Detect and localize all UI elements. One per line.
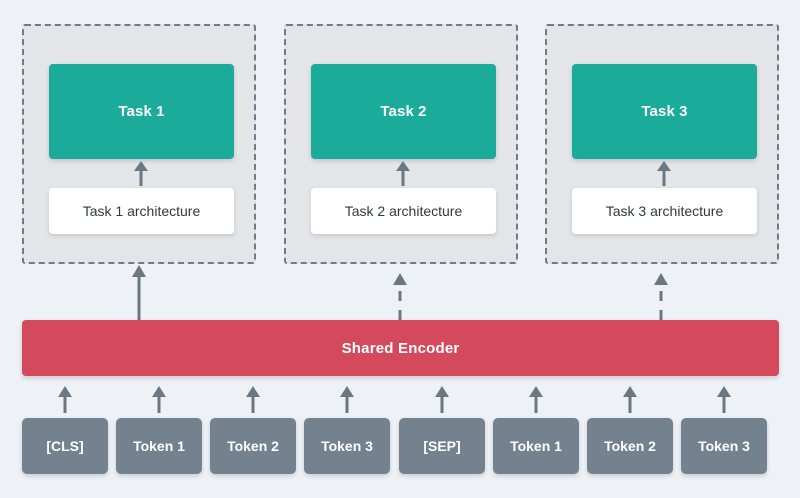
token-box-3: Token 2 — [210, 418, 296, 474]
task-box-3: Task 3 — [572, 64, 757, 159]
token-box-7: Token 2 — [587, 418, 673, 474]
token-box-2-label: Token 1 — [133, 438, 185, 454]
arrow-token-5 — [434, 386, 450, 414]
arrow-encoder-to-task-1 — [131, 265, 147, 321]
arrow-token-4 — [339, 386, 355, 414]
arch-box-2: Task 2 architecture — [311, 188, 496, 234]
task-box-2: Task 2 — [311, 64, 496, 159]
arrow-token-7 — [622, 386, 638, 414]
token-box-4: Token 3 — [304, 418, 390, 474]
token-box-7-label: Token 2 — [604, 438, 656, 454]
token-box-5-label: [SEP] — [423, 438, 461, 454]
arrow-arch-to-task-3 — [656, 161, 672, 187]
task-panel-2: Task 2 Task 2 architecture — [284, 24, 518, 264]
token-box-1-label: [CLS] — [46, 438, 84, 454]
task-box-1: Task 1 — [49, 64, 234, 159]
token-box-8-label: Token 3 — [698, 438, 750, 454]
arrow-encoder-to-task-2 — [392, 273, 408, 321]
task-box-2-label: Task 2 — [380, 103, 427, 120]
token-box-1: [CLS] — [22, 418, 108, 474]
arrow-token-1 — [57, 386, 73, 414]
arrow-token-6 — [528, 386, 544, 414]
shared-encoder-label: Shared Encoder — [341, 339, 460, 357]
token-box-6: Token 1 — [493, 418, 579, 474]
token-box-6-label: Token 1 — [510, 438, 562, 454]
arrow-arch-to-task-2 — [395, 161, 411, 187]
task-box-3-label: Task 3 — [641, 103, 688, 120]
token-box-5: [SEP] — [399, 418, 485, 474]
token-box-3-label: Token 2 — [227, 438, 279, 454]
task-box-1-label: Task 1 — [118, 103, 165, 120]
arch-box-2-label: Task 2 architecture — [344, 203, 463, 219]
arch-box-3: Task 3 architecture — [572, 188, 757, 234]
shared-encoder-bar: Shared Encoder — [22, 320, 779, 376]
arrow-token-2 — [151, 386, 167, 414]
arch-box-3-label: Task 3 architecture — [605, 203, 724, 219]
task-panel-1: Task 1 Task 1 architecture — [22, 24, 256, 264]
arrow-token-3 — [245, 386, 261, 414]
task-panel-3: Task 3 Task 3 architecture — [545, 24, 779, 264]
token-box-4-label: Token 3 — [321, 438, 373, 454]
arrow-arch-to-task-1 — [133, 161, 149, 187]
token-box-8: Token 3 — [681, 418, 767, 474]
arch-box-1-label: Task 1 architecture — [82, 203, 201, 219]
arrow-token-8 — [716, 386, 732, 414]
token-box-2: Token 1 — [116, 418, 202, 474]
arrow-encoder-to-task-3 — [653, 273, 669, 321]
arch-box-1: Task 1 architecture — [49, 188, 234, 234]
